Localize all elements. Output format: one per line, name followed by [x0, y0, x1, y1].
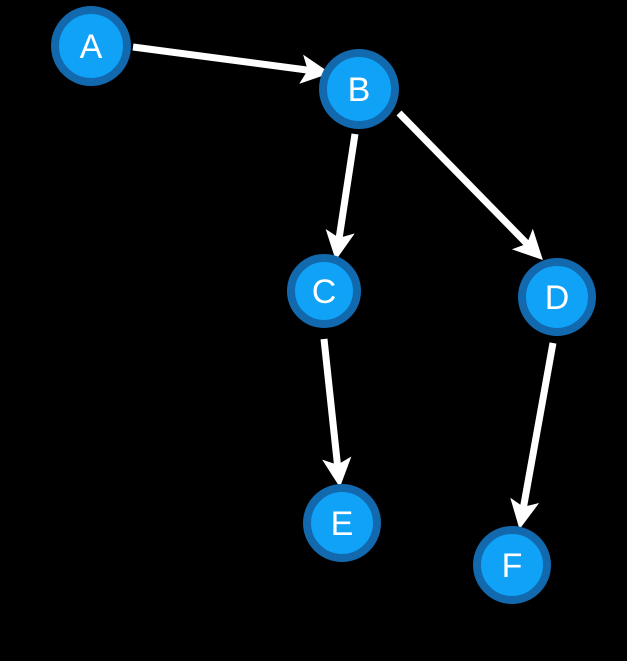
node-label-e: E — [331, 505, 354, 543]
edges-layer — [132, 43, 557, 530]
graph-node-b[interactable]: B — [319, 49, 399, 129]
node-label-a: A — [80, 28, 103, 66]
node-circle-d[interactable] — [518, 258, 596, 336]
node-label-d: D — [545, 279, 570, 317]
graph-edge-a-to-b[interactable] — [132, 43, 331, 84]
node-circle-c[interactable] — [287, 254, 361, 328]
node-circle-a[interactable] — [51, 6, 131, 86]
graph-edge-b-to-c[interactable] — [325, 133, 359, 261]
nodes-layer: A B C D E F — [51, 6, 596, 604]
node-circle-f[interactable] — [473, 526, 551, 604]
graph-edge-c-to-e[interactable] — [320, 338, 352, 488]
node-circle-b[interactable] — [319, 49, 399, 129]
graph-node-d[interactable]: D — [518, 258, 596, 336]
graph-edge-d-to-f[interactable] — [510, 342, 557, 530]
graph-node-f[interactable]: F — [473, 526, 551, 604]
node-label-c: C — [312, 273, 337, 311]
graph-node-a[interactable]: A — [51, 6, 131, 86]
node-circle-e[interactable] — [303, 484, 381, 562]
graph-node-c[interactable]: C — [287, 254, 361, 328]
node-label-b: B — [348, 71, 371, 109]
graph-node-e[interactable]: E — [303, 484, 381, 562]
node-label-f: F — [502, 547, 523, 585]
graph-edge-b-to-d[interactable] — [396, 110, 543, 261]
